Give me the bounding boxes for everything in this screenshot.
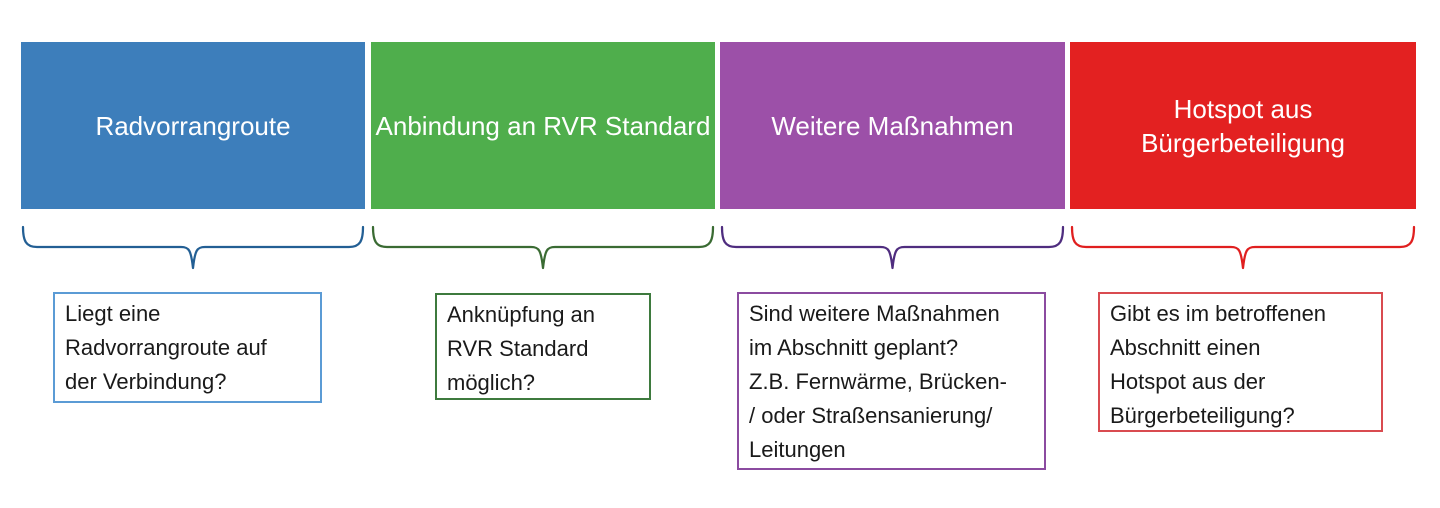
header-box-radvorrangroute: Radvorrangroute xyxy=(21,42,365,209)
header-label: Anbindung an RVR Standard xyxy=(375,110,711,141)
header-box-weitere-massnahmen: Weitere Maßnahmen xyxy=(720,42,1065,209)
curly-brace-path xyxy=(21,225,365,270)
curly-brace-shape xyxy=(371,225,715,270)
curly-brace-shape xyxy=(21,225,365,270)
header-label: Radvorrangroute xyxy=(95,110,291,141)
header-label: Weitere Maßnahmen xyxy=(771,110,1014,141)
curly-brace-shape xyxy=(720,225,1065,270)
header-box-anbindung-rvr-standard: Anbindung an RVR Standard xyxy=(371,42,715,209)
curly-brace-path xyxy=(1070,225,1416,270)
curly-brace-shape xyxy=(1070,225,1416,270)
curly-brace-path xyxy=(371,225,715,270)
curly-brace-path xyxy=(720,225,1065,270)
